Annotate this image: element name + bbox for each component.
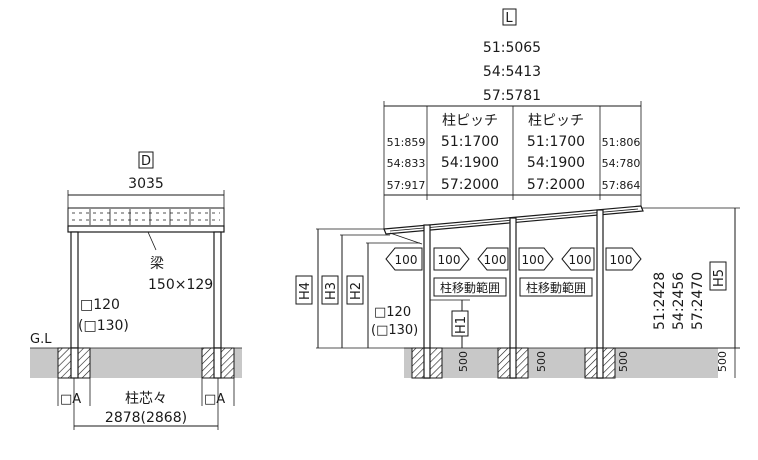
- d-value: 3035: [128, 176, 164, 192]
- beam-size: 150×129: [148, 277, 213, 293]
- side-post-size: □120: [374, 305, 411, 320]
- left-overhang-51: 51:859: [387, 136, 426, 149]
- foundation-depth-1: 500: [457, 351, 470, 372]
- arrow-value: 100: [522, 253, 545, 267]
- height-value-51: 51:2428: [652, 272, 668, 330]
- move-range-box-2: [519, 277, 593, 297]
- pitch-2-value-57: 57:2000: [527, 177, 585, 193]
- a-label-right: □A: [204, 392, 225, 407]
- foundation-depth-2: 500: [535, 351, 548, 372]
- h3-label: H3: [324, 282, 339, 300]
- front-post-left: [70, 231, 79, 349]
- l-value-51: 51:5065: [483, 40, 541, 56]
- post-size: □120: [80, 297, 120, 313]
- arrow-value: 100: [438, 253, 461, 267]
- center-label: 柱芯々: [125, 391, 167, 407]
- pitch-2-value-54: 54:1900: [527, 155, 585, 171]
- beam-leader: [147, 231, 157, 251]
- gl-label: G.L: [30, 332, 52, 347]
- pitch-1-value-54: 54:1900: [441, 155, 499, 171]
- h5-label: H5: [712, 269, 727, 287]
- foundation-depth-4: 500: [716, 351, 729, 372]
- side-ground-band: [404, 348, 718, 378]
- l-value-54: 54:5413: [483, 64, 541, 80]
- pitch-1-value-57: 57:2000: [441, 177, 499, 193]
- move-range-2: 柱移動範囲: [526, 280, 586, 295]
- h2-label: H2: [349, 282, 364, 300]
- move-arrow-left-2: 100: [477, 247, 509, 271]
- right-overhang-54: 54:780: [602, 157, 641, 170]
- right-overhang-57: 57:864: [602, 179, 641, 192]
- h5-box: [709, 261, 727, 291]
- arrow-value: 100: [569, 253, 592, 267]
- move-arrow-left-1: 100: [385, 247, 423, 271]
- move-arrow-left-3: 100: [561, 247, 595, 271]
- move-arrow-right-1: 100: [433, 247, 470, 271]
- front-view: G.L D 3035 梁 150: [30, 151, 242, 430]
- height-value-54: 54:2456: [671, 272, 687, 330]
- pitch-title-1: 柱ピッチ: [442, 113, 498, 129]
- move-arrow-right-3: 100: [605, 247, 642, 271]
- right-overhang-51: 51:806: [602, 136, 641, 149]
- a-label-left: □A: [60, 392, 81, 407]
- beam-label: 梁: [150, 256, 164, 272]
- front-roof-frame: [67, 207, 225, 227]
- side-post-size-alt: (□130): [371, 323, 418, 338]
- h2-box: [346, 275, 364, 305]
- front-post-right-embed: [213, 347, 222, 379]
- arrow-value: 100: [484, 253, 507, 267]
- arrow-value: 100: [395, 253, 418, 267]
- post-size-alt: (□130): [78, 318, 129, 334]
- pitch-2-value-51: 51:1700: [527, 134, 585, 150]
- d-label-box: [138, 151, 154, 169]
- height-value-57: 57:2470: [690, 272, 706, 330]
- h4-label: H4: [298, 282, 313, 300]
- h4-box: [295, 275, 313, 305]
- d-label: D: [141, 154, 151, 169]
- l-value-57: 57:5781: [483, 88, 541, 104]
- l-label: L: [505, 11, 513, 26]
- side-view: L 51:5065 54:5413 57:5781 柱ピッチ 柱ピッチ 51:1…: [295, 8, 740, 379]
- move-range-box-1: [433, 277, 507, 297]
- roof-panel-slats: [72, 209, 220, 225]
- side-post-3-embed: [596, 347, 604, 379]
- h3-box: [321, 275, 339, 305]
- front-post-right: [213, 231, 222, 349]
- center-value: 2878(2868): [105, 410, 187, 426]
- move-range-1: 柱移動範囲: [440, 280, 500, 295]
- left-overhang-57: 57:917: [387, 179, 426, 192]
- left-overhang-54: 54:833: [387, 157, 426, 170]
- side-post-2-embed: [509, 347, 517, 379]
- front-beam: [67, 225, 225, 233]
- h1-label: H1: [454, 316, 469, 334]
- pitch-title-2: 柱ピッチ: [528, 113, 584, 129]
- pitch-1-value-51: 51:1700: [441, 134, 499, 150]
- foundation-depth-3: 500: [617, 351, 630, 372]
- side-post-1-embed: [423, 347, 431, 379]
- h1-box: [451, 310, 469, 337]
- move-arrow-right-2: 100: [518, 247, 554, 271]
- front-post-left-embed: [70, 347, 79, 379]
- l-label-box: [502, 8, 517, 26]
- side-roof-bracket: [389, 232, 423, 245]
- arrow-value: 100: [610, 253, 633, 267]
